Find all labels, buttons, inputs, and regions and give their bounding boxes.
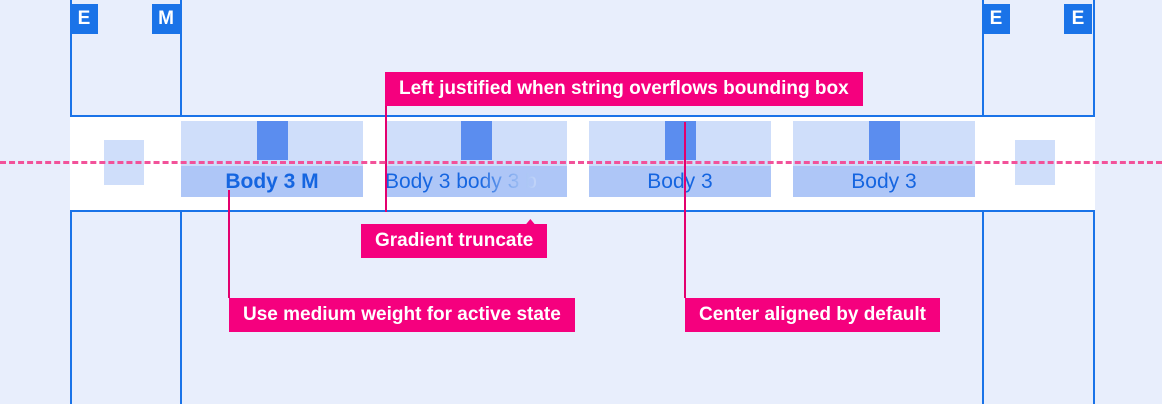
spacing-marker-e-right-2: E — [1064, 4, 1092, 34]
tab-icon-band — [181, 121, 363, 166]
leader-line-medium-weight — [228, 190, 230, 298]
callout-center-aligned: Center aligned by default — [685, 298, 940, 332]
tab-bar: Body 3 M Body 3 body 3 b Body 3 — [181, 121, 983, 206]
spacing-marker-e-left: E — [70, 4, 98, 34]
tab-label: Body 3 — [647, 170, 713, 193]
callout-text: Gradient truncate — [375, 230, 534, 251]
tab-item-1[interactable]: Body 3 M — [181, 121, 363, 205]
callout-medium-weight: Use medium weight for active state — [229, 298, 575, 332]
spacing-marker-m-left: M — [152, 4, 180, 34]
leader-line-left-justified — [385, 106, 387, 212]
spacing-marker-e-right-1: E — [982, 4, 1010, 34]
tab-label: Body 3 — [851, 170, 917, 193]
square-icon — [256, 121, 288, 160]
tab-label: Body 3 body 3 b — [385, 166, 537, 197]
tab-active-indicator — [181, 201, 363, 205]
tab-label: Body 3 M — [225, 170, 319, 193]
callout-text: Center aligned by default — [699, 304, 926, 325]
callout-text: Use medium weight for active state — [243, 304, 561, 325]
callout-text: Left justified when string overflows bou… — [399, 78, 849, 99]
tab-label-band: Body 3 body 3 b — [385, 166, 567, 197]
tab-icon-band — [793, 121, 975, 166]
callout-pointer-icon — [525, 219, 536, 225]
tab-item-3[interactable]: Body 3 — [589, 121, 771, 201]
square-icon — [868, 121, 900, 160]
leader-line-center-aligned — [684, 122, 686, 298]
tab-item-2[interactable]: Body 3 body 3 b — [385, 121, 567, 201]
tab-icon-band — [385, 121, 567, 166]
square-icon — [664, 121, 696, 160]
tab-label-band: Body 3 — [589, 166, 771, 197]
tab-item-4[interactable]: Body 3 — [793, 121, 975, 201]
tab-icon-band — [589, 121, 771, 166]
callout-gradient-truncate: Gradient truncate — [361, 219, 548, 258]
tab-label-band: Body 3 — [793, 166, 975, 197]
square-icon — [460, 121, 492, 160]
tab-label-band: Body 3 M — [181, 166, 363, 197]
baseline-centerline-guide — [0, 161, 1162, 164]
callout-left-justified: Left justified when string overflows bou… — [385, 72, 863, 106]
